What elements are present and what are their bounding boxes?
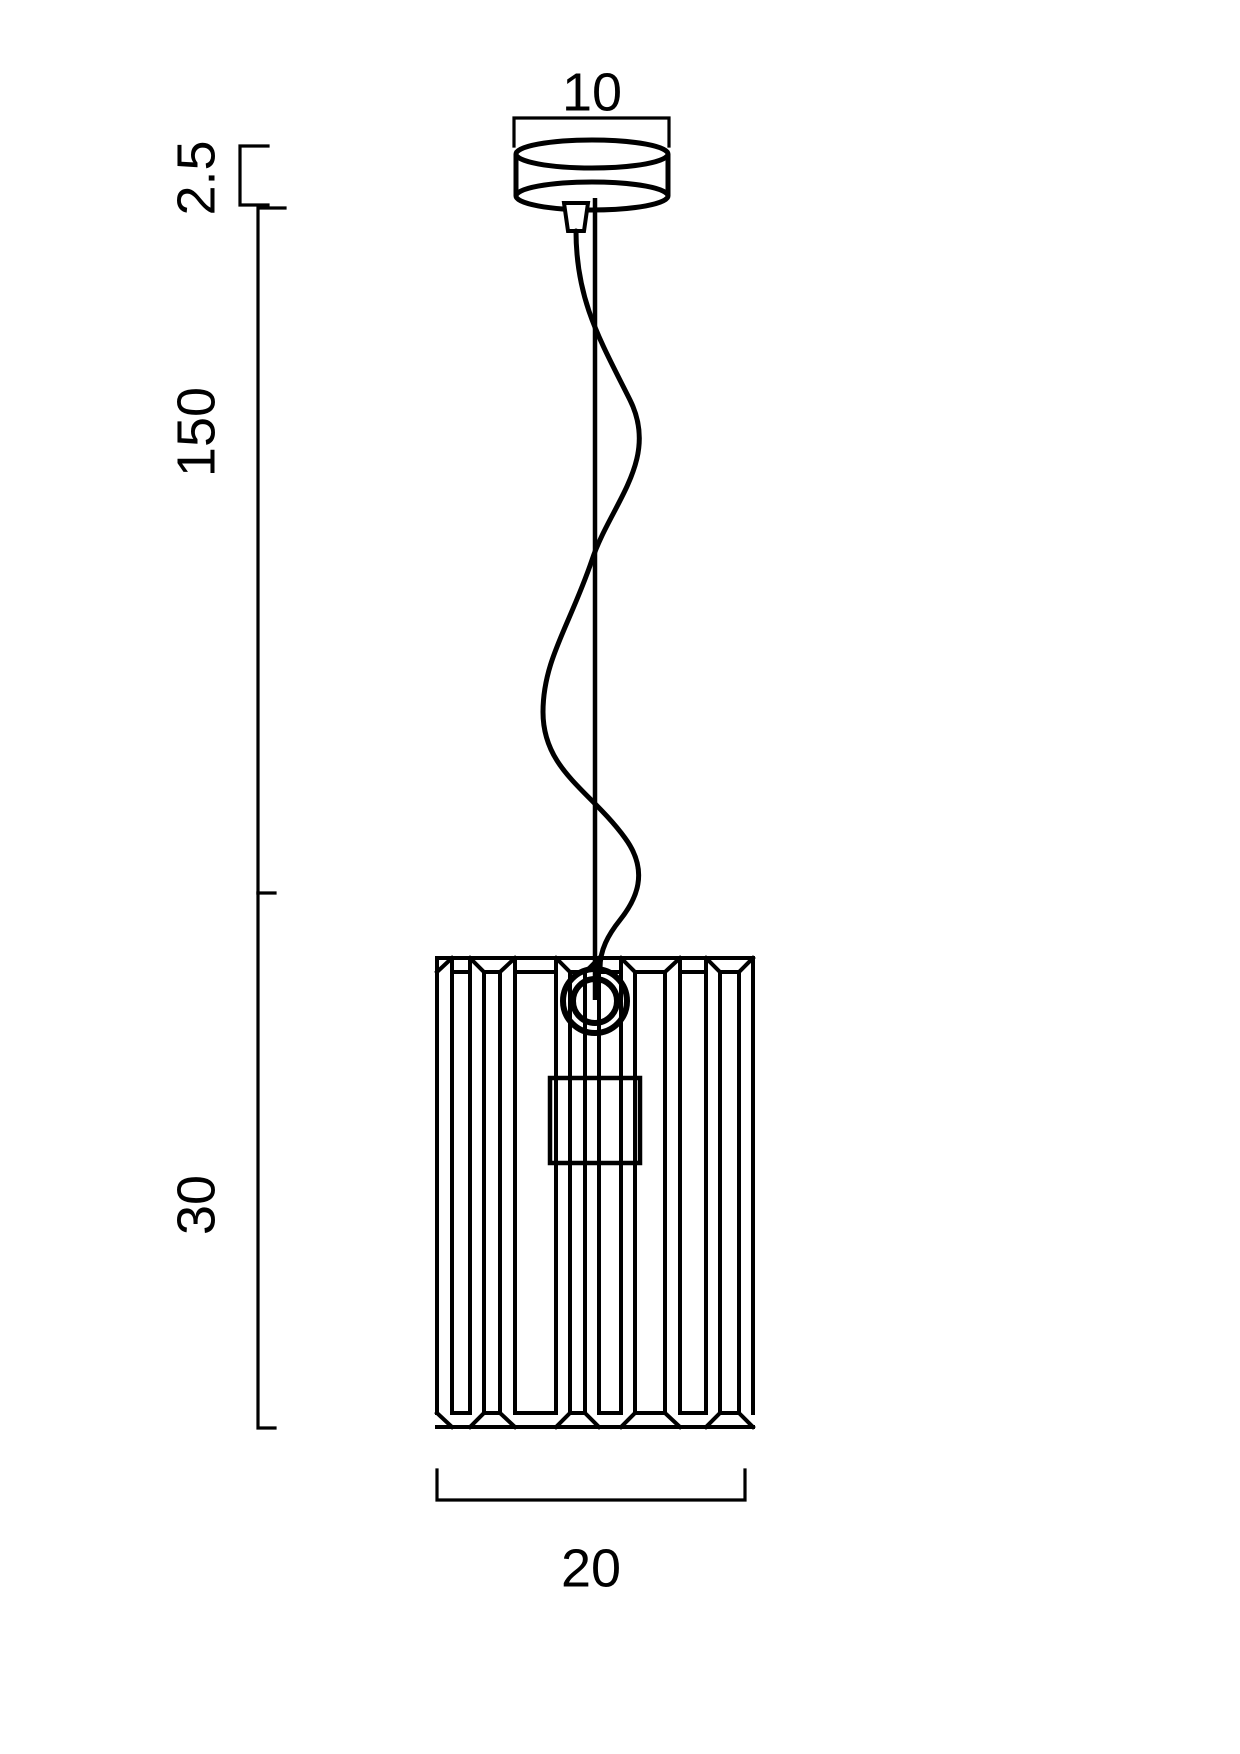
suspension-ring xyxy=(560,966,630,1036)
ceiling-canopy xyxy=(513,137,671,213)
left-dimension-chain xyxy=(238,144,287,1430)
dimension-label-shade-diameter: 20 xyxy=(561,1538,621,1598)
dimension-shade-diameter-bracket xyxy=(435,1468,747,1502)
shade-top-facets xyxy=(434,955,756,975)
dimension-label-shade-height: 30 xyxy=(166,1175,226,1235)
dimension-canopy-diameter-bracket xyxy=(512,116,671,148)
dimension-label-canopy-height: 2.5 xyxy=(166,140,226,215)
shade-flutes xyxy=(450,956,741,1415)
suspension-cable xyxy=(540,228,642,971)
dimension-label-suspension-drop: 150 xyxy=(166,387,226,477)
lamp-shade xyxy=(434,955,756,1430)
dimension-shade-height-bracket xyxy=(256,891,277,1430)
shade-bottom-facets xyxy=(434,1410,756,1430)
dimension-label-canopy-diameter: 10 xyxy=(562,62,622,122)
cable-grip xyxy=(561,201,591,233)
dimension-suspension-drop-bracket xyxy=(256,206,287,895)
lamp-holder xyxy=(547,1075,643,1166)
dimension-canopy-height-bracket xyxy=(238,144,270,207)
